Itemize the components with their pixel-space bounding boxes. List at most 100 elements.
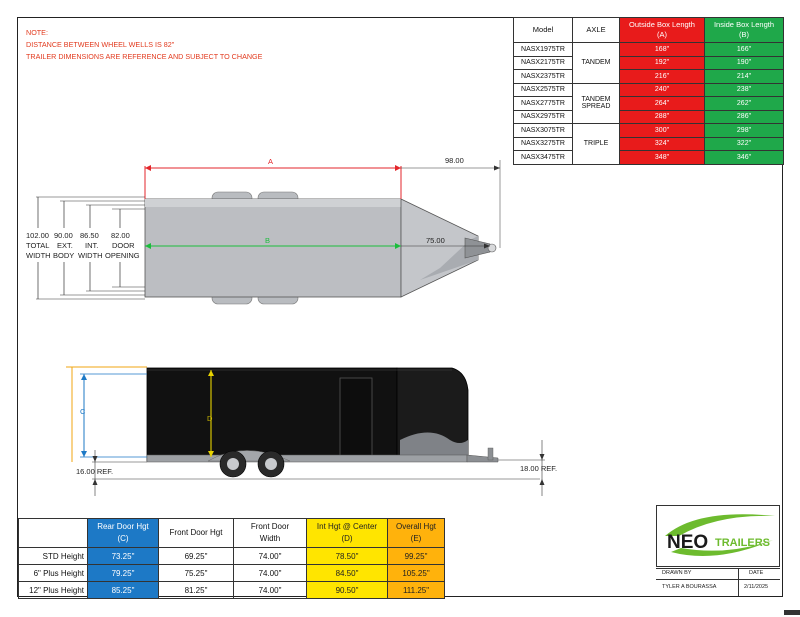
rear-cell: 79.25" — [87, 564, 159, 582]
tongue-side — [466, 454, 499, 463]
jack — [487, 447, 494, 461]
front-cell: 69.25" — [158, 547, 234, 565]
rim-front — [227, 458, 239, 470]
col-outside-sub: (A) — [657, 30, 667, 39]
tongue-top — [464, 237, 491, 259]
title-divider — [738, 568, 739, 596]
ref-right-label: 18.00 REF. — [520, 464, 557, 473]
col-int-sub: (D) — [341, 534, 353, 543]
ref-right-arrow-top — [539, 454, 545, 460]
dim-coupler-label: 75.00 — [426, 236, 445, 245]
col-rear-sub: (C) — [117, 534, 129, 543]
overall-cell: 105.25" — [387, 564, 445, 582]
col-front-width-l2: Width — [259, 534, 281, 543]
width-cell: 74.00" — [233, 547, 307, 565]
dim-c-arrow-bottom — [81, 451, 87, 457]
width-cell: 74.00" — [233, 564, 307, 582]
outside-cell: 288" — [619, 109, 705, 124]
note-wheel-wells: DISTANCE BETWEEN WHEEL WELLS IS 82" — [26, 40, 175, 49]
ref-left-arrow-bottom — [92, 479, 98, 485]
front-cell: 81.25" — [158, 581, 234, 599]
dim-b-label: B — [265, 236, 270, 245]
axle-tandem: TANDEM — [581, 96, 611, 104]
dim-b-arrow-left — [145, 243, 151, 249]
col-inside-label: Inside Box Length — [713, 20, 775, 29]
width-int-l2: WIDTH — [78, 251, 103, 260]
overall-cell: 111.25" — [387, 581, 445, 599]
logo-neo: NEO — [667, 532, 708, 553]
inside-cell: 346" — [704, 150, 784, 165]
nose-shadow — [420, 236, 478, 280]
body-top-highlight — [145, 199, 401, 207]
logo-box: NEO TRAILERS — [656, 505, 780, 567]
dim-a-arrow-right — [395, 165, 401, 171]
frame-side — [146, 454, 468, 463]
width-total-l1: TOTAL — [26, 241, 49, 250]
row-label: STD Height — [18, 547, 88, 565]
dim-b-arrow-right — [395, 243, 401, 249]
dim-tongue-arrow — [494, 165, 500, 171]
col-blank — [18, 518, 88, 548]
inside-cell: 214" — [704, 69, 784, 84]
dim-coupler-arrow — [484, 243, 490, 249]
width-cell: 74.00" — [233, 581, 307, 599]
int-cell: 84.50" — [306, 564, 388, 582]
col-int-label: Int Hgt @ Center — [316, 522, 378, 531]
corner-mark — [784, 610, 800, 615]
table-row: NASX1975TR TANDEM 168" 166" — [513, 42, 784, 84]
model-cell: NASX1975TR — [513, 42, 573, 57]
width-ext-l1: EXT. — [57, 241, 73, 250]
dim-c-label: C — [80, 407, 86, 416]
title-header-row — [656, 568, 780, 580]
outside-cell: 264" — [619, 96, 705, 111]
width-ext-l2: BODY — [53, 251, 74, 260]
col-rear-door: Rear Door Hgt(C) — [87, 518, 159, 548]
rear-cell: 85.25" — [87, 581, 159, 599]
ref-left-arrow-top — [92, 456, 98, 462]
dim-c-arrow-top — [81, 374, 87, 380]
table-row: 12" Plus Height 85.25" 81.25" 74.00" 90.… — [18, 581, 445, 599]
table-row: STD Height 73.25" 69.25" 74.00" 78.50" 9… — [18, 547, 445, 565]
body-top — [144, 198, 402, 298]
width-total-l2: WIDTH — [26, 251, 51, 260]
dim-a-label: A — [268, 157, 273, 166]
dim-a-arrow-left — [145, 165, 151, 171]
inside-cell: 166" — [704, 42, 784, 57]
col-front-label: Front Door Hgt — [169, 528, 223, 537]
table-row: 6" Plus Height 79.25" 75.25" 74.00" 84.5… — [18, 564, 445, 582]
side-view: D C 16.00 REF. 18.00 REF. — [66, 366, 557, 496]
rear-cell: 73.25" — [87, 547, 159, 565]
int-cell: 78.50" — [306, 547, 388, 565]
outside-cell: 300" — [619, 123, 705, 138]
neo-logo: NEO TRAILERS — [665, 514, 775, 556]
col-front-door: Front Door Hgt — [158, 518, 234, 548]
date-value: 2/11/2025 — [744, 584, 769, 590]
drawn-by-label: DRAWN BY — [662, 570, 692, 576]
col-outside: Outside Box Length(A) — [619, 17, 705, 43]
inside-cell: 286" — [704, 109, 784, 124]
table-row: NASX2775TR 264" 262" — [513, 96, 784, 111]
ref-left-label: 16.00 REF. — [76, 467, 113, 476]
col-outside-label: Outside Box Length — [629, 20, 695, 29]
dim-d-label: D — [207, 414, 213, 423]
dim-d-arrow-top — [208, 370, 214, 376]
width-door-value: 82.00 — [111, 231, 130, 240]
axle-cell: TANDEM — [572, 42, 620, 84]
dim-d-arrow-bottom — [208, 451, 214, 457]
coupler-top — [487, 243, 497, 253]
dim-tongue-label: 98.00 — [445, 156, 464, 165]
col-front-width-l1: Front Door — [250, 522, 290, 531]
logo-trailers: TRAILERS — [715, 537, 770, 549]
drawn-by-value: TYLER A BOURASSA — [662, 584, 717, 590]
height-table: Rear Door Hgt(C) Front Door Hgt Front Do… — [18, 518, 445, 599]
rim-rear — [265, 458, 277, 470]
table-row: NASX3275TR 324" 322" — [513, 136, 784, 151]
stone-guard — [400, 432, 468, 461]
table-row: NASX2175TR 192" 190" — [513, 55, 784, 70]
note-reference: TRAILER DIMENSIONS ARE REFERENCE AND SUB… — [26, 52, 263, 61]
width-total-value: 102.00 — [26, 231, 49, 240]
